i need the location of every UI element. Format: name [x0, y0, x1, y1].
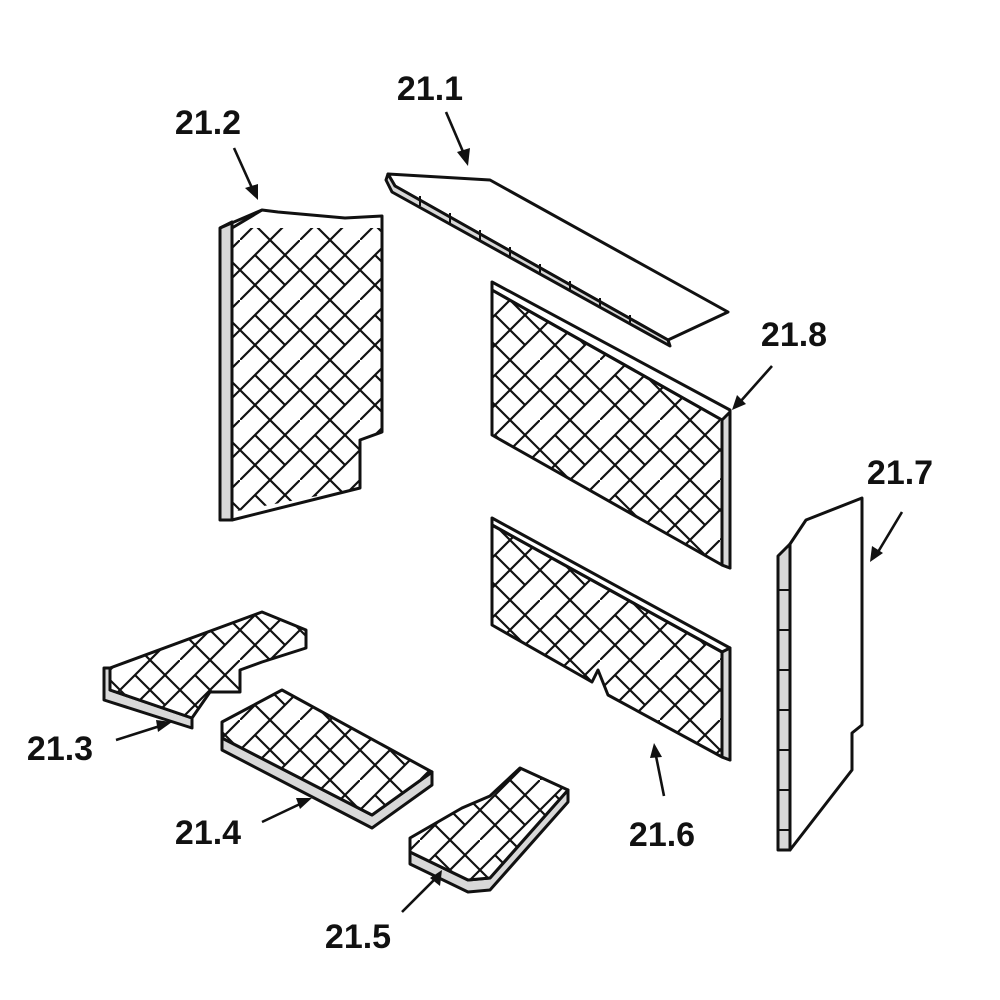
label-21-8: 21.8	[761, 316, 827, 354]
label-21-3: 21.3	[27, 730, 93, 768]
part-21-4-floor-brick	[220, 688, 434, 830]
label-21-2: 21.2	[175, 104, 241, 142]
leader-21-8	[732, 365, 773, 410]
part-21-1-edge-ticks	[419, 196, 631, 325]
label-21-1: 21.1	[397, 70, 463, 108]
part-21-7-edge-ticks	[778, 589, 790, 831]
leader-21-2	[232, 147, 258, 200]
leader-21-6	[650, 743, 666, 797]
leader-21-4	[261, 798, 312, 824]
label-21-7: 21.7	[867, 454, 933, 492]
leader-21-5	[401, 870, 442, 913]
part-21-6-rear-panel-lower	[490, 516, 732, 762]
leader-21-3	[115, 720, 172, 742]
part-21-1-baffle-plate	[384, 172, 730, 348]
leader-21-7	[870, 511, 904, 562]
label-21-6: 21.6	[629, 816, 695, 854]
part-21-2-side-panel	[218, 208, 384, 522]
label-21-5: 21.5	[325, 918, 391, 956]
part-21-7-right-side-panel	[776, 496, 864, 852]
leader-21-1	[444, 111, 470, 166]
label-21-4: 21.4	[175, 814, 241, 852]
